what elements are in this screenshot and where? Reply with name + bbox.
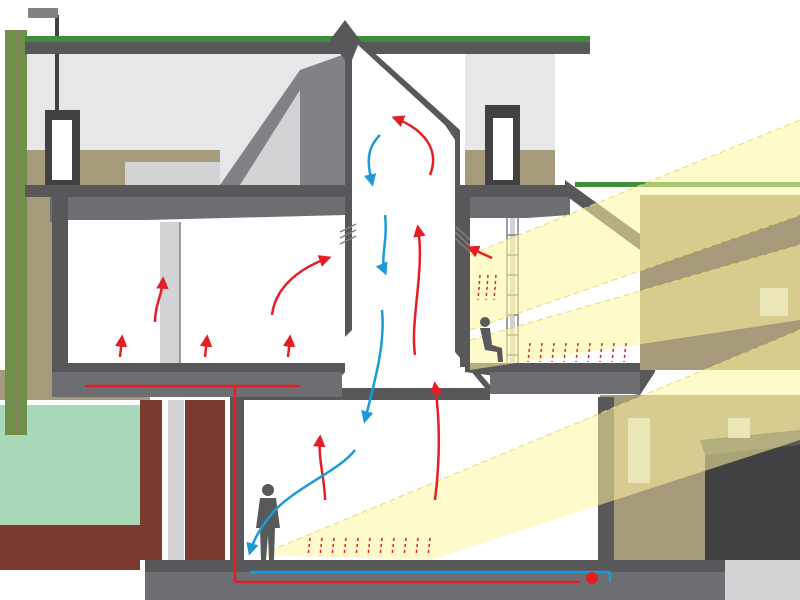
warm-air-arrow [270, 255, 332, 316]
warm-air-arrow [412, 224, 426, 356]
first-floor-slab [25, 185, 350, 197]
cool-air-arrow [246, 449, 356, 556]
cool-air-arrow [375, 214, 388, 276]
sunlight-beams [260, 120, 800, 560]
airflow-arrows [114, 115, 493, 556]
warm-air-arrow [199, 334, 213, 358]
atrium-vent-left [339, 223, 357, 245]
warm-air-arrow [466, 245, 493, 260]
standing-person-figure [256, 484, 280, 560]
atrium-vent-right [454, 225, 471, 253]
heating-pipe-loop [85, 384, 612, 584]
warm-air-arrow [282, 334, 296, 358]
brick-wall [140, 400, 162, 560]
sunlight-beam-edges [259, 119, 800, 556]
cool-air-arrow [361, 309, 384, 424]
first-floor-left-room [52, 197, 345, 372]
central-atrium [240, 20, 490, 400]
warm-air-arrow [114, 334, 128, 358]
warm-air-arrow [312, 434, 327, 501]
ground-slab [145, 560, 725, 572]
floor-heat-marks [307, 274, 627, 557]
heat-mark [477, 274, 481, 301]
heat-mark [493, 274, 497, 301]
attic-right [465, 54, 555, 185]
green-roof [25, 36, 590, 42]
cool-air-arrow [364, 134, 381, 187]
warm-air-arrow [153, 276, 169, 323]
street-lamp [28, 8, 59, 190]
heat-mark [485, 274, 489, 301]
warm-air-arrow [391, 115, 435, 176]
warm-air-arrow [430, 381, 443, 501]
roof-slab [25, 42, 590, 54]
heat-pump-icon [586, 572, 598, 584]
attic-left [45, 54, 345, 185]
seated-person-figure [480, 317, 503, 362]
